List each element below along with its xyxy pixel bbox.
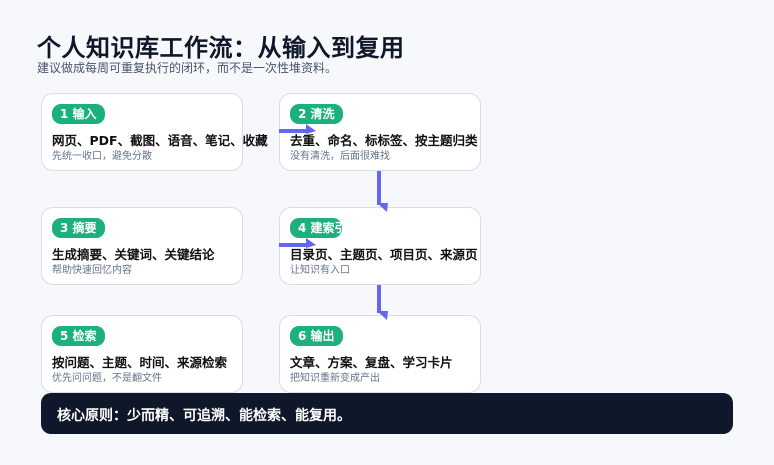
- page-title: 个人知识库工作流：从输入到复用: [37, 34, 405, 62]
- step-badge: 1 输入: [52, 104, 105, 124]
- step-note: 把知识重新变成产出: [290, 373, 380, 384]
- page-subtitle: 建议做成每周可重复执行的闭环，而不是一次性堆资料。: [37, 61, 338, 75]
- step-title: 目录页、主题页、项目页、来源页: [290, 247, 478, 262]
- step-badge: 5 检索: [52, 326, 105, 346]
- arrow-right-icon: [279, 238, 316, 248]
- step-title: 按问题、主题、时间、来源检索: [52, 355, 228, 370]
- step-card-output: 6 输出文章、方案、复盘、学习卡片把知识重新变成产出: [279, 315, 481, 393]
- step-title: 文章、方案、复盘、学习卡片: [290, 355, 453, 370]
- arrow-right-icon: [279, 124, 316, 134]
- step-note: 先统一收口，避免分散: [52, 151, 152, 162]
- step-note: 没有清洗，后面很难找: [290, 151, 390, 162]
- step-note: 让知识有入口: [290, 265, 350, 276]
- step-note: 帮助快速回忆内容: [52, 265, 132, 276]
- step-badge: 2 清洗: [290, 104, 343, 124]
- step-note: 优先问问题，不是翻文件: [52, 373, 162, 384]
- step-card-input: 1 输入网页、PDF、截图、语音、笔记、收藏先统一收口，避免分散: [41, 93, 268, 171]
- step-title: 生成摘要、关键词、关键结论: [52, 247, 215, 262]
- step-badge: 4 建索引: [290, 218, 342, 238]
- principle-banner: 核心原则：少而精、可追溯、能检索、能复用。: [41, 393, 733, 434]
- principle-text: 核心原则：少而精、可追溯、能检索、能复用。: [57, 408, 351, 424]
- step-card-summary: 3 摘要生成摘要、关键词、关键结论帮助快速回忆内容: [41, 207, 243, 285]
- step-badge: 6 输出: [290, 326, 343, 346]
- step-title: 去重、命名、标标签、按主题归类: [290, 133, 478, 148]
- step-title: 网页、PDF、截图、语音、笔记、收藏: [52, 133, 268, 148]
- arrow-down-icon: [377, 171, 388, 212]
- arrow-down-icon: [377, 285, 388, 320]
- step-badge: 3 摘要: [52, 218, 105, 238]
- step-card-search: 5 检索按问题、主题、时间、来源检索优先问问题，不是翻文件: [41, 315, 243, 393]
